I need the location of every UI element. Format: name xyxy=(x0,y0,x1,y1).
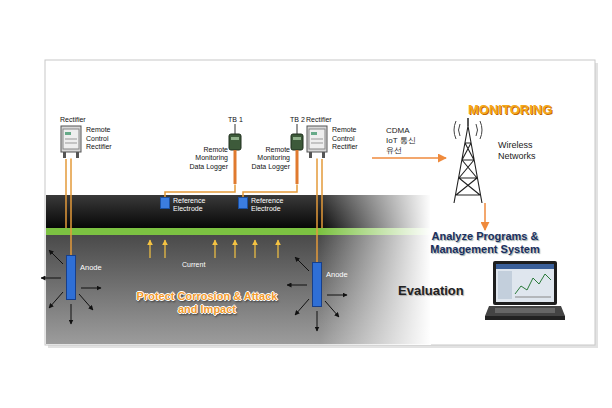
ref-icon xyxy=(238,197,248,209)
label: MONITORING xyxy=(468,102,552,118)
ray-arrow xyxy=(317,311,318,331)
current-arrow xyxy=(149,240,150,258)
anode-icon xyxy=(312,262,322,307)
device-heading: Rectifier xyxy=(306,116,370,124)
current-arrow xyxy=(277,240,278,258)
wire xyxy=(165,184,235,197)
logger-label: Remote Monitoring Data Logger xyxy=(246,146,290,171)
anode-node: Anode xyxy=(66,255,102,300)
device-label: Remote Control Rectifier xyxy=(86,126,124,151)
rect-icon xyxy=(60,124,82,158)
ref-node: Reference Electrode xyxy=(160,197,211,214)
ray-arrow xyxy=(295,257,309,271)
wire xyxy=(70,158,72,255)
current-arrows xyxy=(150,240,278,258)
system-heading: Analyze Programs & Management System xyxy=(425,230,545,256)
current-arrow xyxy=(234,240,235,258)
tb-node: Remote Monitoring Data Logger TB 2 xyxy=(246,116,304,184)
current-arrow xyxy=(214,240,215,258)
anode-node: Anode xyxy=(312,262,348,307)
rect-node: RectifierRemote Control Rectifier xyxy=(60,116,124,158)
wire xyxy=(316,158,318,262)
network-label: Wireless Networks xyxy=(498,140,550,162)
anode-current-arrows xyxy=(41,250,347,331)
terminal-heading: TB 2 xyxy=(290,116,304,124)
ray-arrow xyxy=(287,285,307,286)
ray-arrow xyxy=(49,292,63,308)
label: CDMA xyxy=(386,126,410,136)
soil-fade xyxy=(320,194,431,345)
tb-icon xyxy=(290,124,304,184)
tb-node: Remote Monitoring Data Logger TB 1 xyxy=(184,116,242,184)
current-arrow xyxy=(254,240,255,258)
ref-node: Reference Electrode xyxy=(238,197,289,214)
ray-arrow xyxy=(79,294,93,310)
current-arrow xyxy=(164,240,165,258)
anode-label: Anode xyxy=(326,270,348,279)
ray-arrow xyxy=(295,299,309,315)
rect-icon xyxy=(306,124,328,158)
label: Protect Corrosion & Attack and Impact xyxy=(132,290,282,316)
pipe-wire xyxy=(321,159,323,228)
anode-icon xyxy=(66,255,76,300)
electrode-label: Reference Electrode xyxy=(251,197,289,214)
ray-arrow xyxy=(81,288,101,289)
pipe-wire xyxy=(65,159,67,228)
tower-icon xyxy=(448,118,488,203)
device-label: Remote Control Rectifier xyxy=(332,126,370,151)
ray-arrow xyxy=(325,301,339,317)
terminal-heading: TB 1 xyxy=(228,116,242,124)
label: 유선 xyxy=(386,146,402,156)
wire xyxy=(243,184,297,197)
laptop-node: Analyze Programs & Management System xyxy=(425,230,565,322)
tb-icon xyxy=(228,124,242,184)
rect-node: RectifierRemote Control Rectifier xyxy=(306,116,370,158)
device-heading: Rectifier xyxy=(60,116,124,124)
ray-arrow xyxy=(71,304,72,324)
logger-label: Remote Monitoring Data Logger xyxy=(184,146,228,171)
signal-arrow xyxy=(484,203,486,230)
card xyxy=(45,60,595,345)
ray-arrow xyxy=(327,295,347,296)
anode-label: Anode xyxy=(80,263,102,272)
ref-icon xyxy=(160,197,170,209)
signal-arrow xyxy=(372,157,446,159)
label: Evaluation xyxy=(398,283,464,299)
label: IoT 통신 xyxy=(386,136,416,146)
laptop-icon xyxy=(485,260,565,322)
tower-node: Wireless Networks xyxy=(448,118,550,203)
electrode-label: Reference Electrode xyxy=(173,197,211,214)
label: Current xyxy=(182,261,205,269)
ray-arrow xyxy=(49,250,63,264)
ray-arrow xyxy=(41,278,61,279)
